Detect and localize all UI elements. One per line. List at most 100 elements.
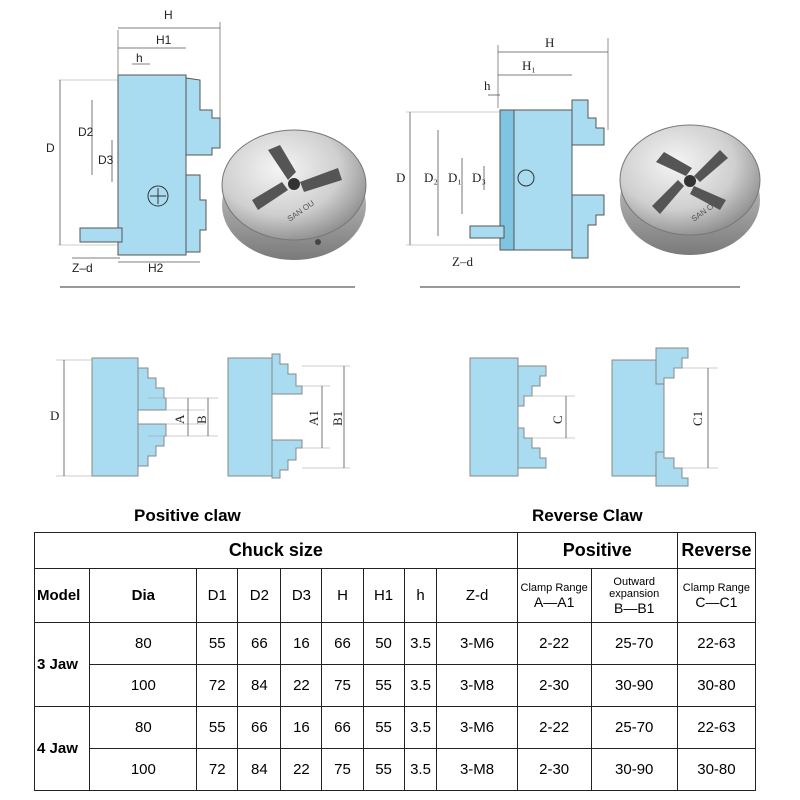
cell-a: 2-22: [516, 622, 592, 665]
cell-dia: 100: [89, 748, 198, 791]
col-h: H: [321, 568, 364, 623]
cell-hs: 3.5: [403, 622, 438, 665]
col-h-small: h: [403, 568, 438, 623]
table-row: 4 Jaw 80 55 66 16 66 55 3.5 3-M6 2-22 25…: [33, 706, 757, 791]
cell-hs: 3.5: [403, 664, 438, 707]
reverse-claw-caption: Reverse Claw: [532, 506, 643, 525]
reverse-claw-diagram: [469, 347, 718, 487]
cell-c: 22-63: [676, 622, 757, 665]
dim-h-label: h: [136, 51, 143, 65]
dim-D-label-r: D: [396, 170, 405, 185]
cell-c: 22-63: [676, 706, 757, 749]
rev-clamp-code: C—C1: [695, 593, 738, 610]
dim-D3-label: D3: [98, 153, 114, 167]
cell-zd: 3-M8: [436, 664, 518, 707]
dim-D-label: D: [46, 141, 55, 155]
cell-h: 75: [321, 748, 364, 791]
dim-D1-label-r: D₁: [448, 170, 462, 185]
cell-d1: 72: [196, 664, 239, 707]
outward-label: Outward expansion: [609, 575, 660, 600]
clamp-range-code: A—A1: [533, 593, 575, 610]
cell-a: 2-30: [516, 664, 592, 707]
cell-h: 66: [321, 706, 364, 749]
cell-zd: 3-M6: [436, 706, 518, 749]
dim-D2-label-r: D₂: [424, 170, 438, 185]
cell-h1: 55: [362, 664, 405, 707]
dim-Zd-label: Z–d: [72, 261, 93, 275]
cell-b: 25-70: [590, 622, 678, 665]
cell-b: 30-90: [590, 748, 678, 791]
cell-d3: 16: [280, 622, 323, 665]
cell-h1: 55: [362, 748, 405, 791]
col-d1: D1: [196, 568, 239, 623]
table-row: 3 Jaw 80 55 66 16 66 50 3.5 3-M6 2-22 25…: [33, 622, 757, 707]
dim-D2-label: D2: [78, 125, 94, 139]
dim-D3-label-r: D₃: [472, 170, 486, 185]
cell-d2: 84: [237, 664, 282, 707]
cell-h1: 55: [362, 706, 405, 749]
pos-dim-B: B: [194, 415, 209, 424]
model-4-jaw: 4 Jaw: [33, 706, 91, 791]
cell-hs: 3.5: [403, 748, 438, 791]
cell-hs: 3.5: [403, 706, 438, 749]
dim-H2-label: H2: [148, 261, 164, 275]
four-jaw-side-view: [406, 38, 609, 259]
dim-Zd-label-r: Z–d: [452, 254, 473, 269]
positive-claw-diagram: [56, 353, 350, 479]
col-h1: H1: [362, 568, 405, 623]
dim-H1-label-r: H₁: [522, 58, 536, 73]
cell-a: 2-30: [516, 748, 592, 791]
cell-d3: 16: [280, 706, 323, 749]
cell-d2: 84: [237, 748, 282, 791]
pos-dim-A1: A1: [306, 410, 321, 426]
table-row: 100 72 84 22 75 55 3.5 3-M8 2-30 30-90 3…: [35, 748, 757, 791]
cell-h: 66: [321, 622, 364, 665]
model-3-jaw: 3 Jaw: [33, 622, 91, 707]
pos-dim-A: A: [172, 414, 187, 424]
cell-zd: 3-M8: [436, 748, 518, 791]
cell-c: 30-80: [676, 748, 757, 791]
col-d3: D3: [280, 568, 323, 623]
table-row: 100 72 84 22 75 55 3.5 3-M8 2-30 30-90 3…: [35, 664, 757, 707]
cell-d2: 66: [237, 706, 282, 749]
positive-claw-caption: Positive claw: [134, 506, 241, 525]
cell-d2: 66: [237, 622, 282, 665]
cell-dia: 80: [89, 706, 198, 749]
cell-zd: 3-M6: [436, 622, 518, 665]
cell-b: 30-90: [590, 664, 678, 707]
outward-code: B—B1: [613, 599, 655, 616]
cell-d1: 55: [196, 706, 239, 749]
cell-dia: 100: [89, 664, 198, 707]
technical-drawings: H H1 h D D2 D3 Z–d H2 SAN OU H H₁ h: [46, 8, 761, 487]
cell-d3: 22: [280, 664, 323, 707]
clamp-range-label: Clamp Range: [520, 581, 588, 594]
col-dia: Dia: [89, 568, 198, 623]
dim-H1-label: H1: [156, 33, 172, 47]
pos-dim-D: D: [50, 408, 59, 423]
three-jaw-side-view: [58, 22, 221, 263]
pos-dim-B1: B1: [330, 411, 345, 426]
col-model: Model: [33, 568, 91, 623]
cell-b: 25-70: [590, 706, 678, 749]
col-zd: Z-d: [436, 568, 518, 623]
spec-table: Chuck size Positive Reverse Model Dia D1…: [33, 532, 757, 791]
cell-dia: 80: [89, 622, 198, 665]
cell-a: 2-22: [516, 706, 592, 749]
rev-dim-C1: C1: [690, 411, 705, 426]
positive-header: Positive: [516, 532, 678, 569]
dim-h-label-r: h: [484, 78, 491, 93]
dim-H-label-r: H: [545, 35, 554, 50]
cell-d1: 72: [196, 748, 239, 791]
cell-c: 30-80: [676, 664, 757, 707]
rev-clamp-label: Clamp Range: [682, 581, 751, 594]
cell-d1: 55: [196, 622, 239, 665]
reverse-header: Reverse: [676, 532, 757, 569]
cell-d3: 22: [280, 748, 323, 791]
dim-H-label: H: [164, 8, 173, 22]
col-d2: D2: [237, 568, 282, 623]
three-jaw-chuck-photo: [221, 129, 367, 260]
four-jaw-chuck-photo: [619, 124, 761, 255]
